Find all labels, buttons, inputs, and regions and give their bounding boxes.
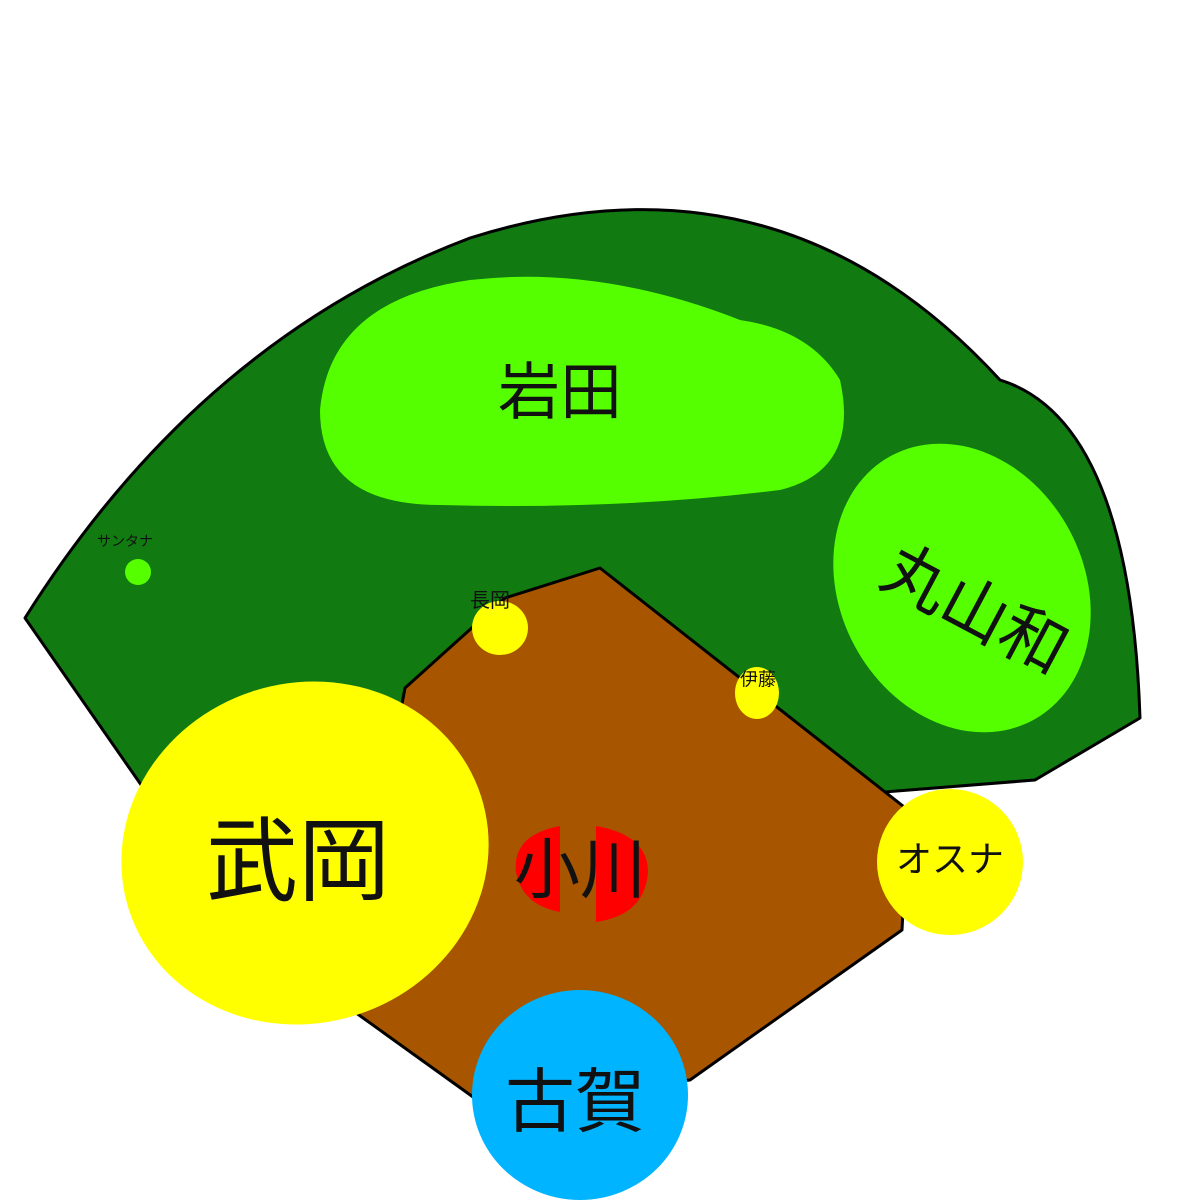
left-field-marker: [125, 559, 151, 585]
pitcher-name: 小川: [514, 832, 646, 909]
third-base-marker: [877, 789, 1023, 935]
right-fielder: 丸山和: [833, 443, 1091, 733]
left-fielder: サンタナ: [97, 534, 153, 585]
shortstop-zone: [121, 681, 489, 1025]
second-baseman: 長岡: [470, 588, 528, 655]
pitcher-mound-left: [515, 826, 560, 912]
third-baseman: オスナ: [877, 789, 1023, 935]
first-baseman: 伊藤: [735, 667, 779, 719]
center-field-zone: [320, 276, 844, 506]
left-fielder-name: サンタナ: [97, 534, 153, 550]
right-field-zone: [833, 443, 1091, 733]
center-fielder: 岩田: [320, 276, 844, 506]
shortstop-name: 武岡: [206, 809, 390, 916]
center-fielder-name: 岩田: [498, 356, 622, 429]
pitcher: 小川: [514, 826, 648, 922]
third-baseman-name: オスナ: [896, 840, 1004, 881]
pitcher-mound-right: [596, 826, 648, 922]
second-baseman-name: 長岡: [470, 588, 510, 612]
catcher-marker: [472, 990, 688, 1200]
second-base-marker: [472, 601, 528, 655]
shortstop: 武岡: [121, 681, 489, 1025]
first-baseman-name: 伊藤: [740, 670, 776, 691]
catcher: 古賀: [472, 990, 688, 1200]
first-base-marker: [735, 667, 779, 719]
catcher-name: 古賀: [505, 1061, 645, 1143]
